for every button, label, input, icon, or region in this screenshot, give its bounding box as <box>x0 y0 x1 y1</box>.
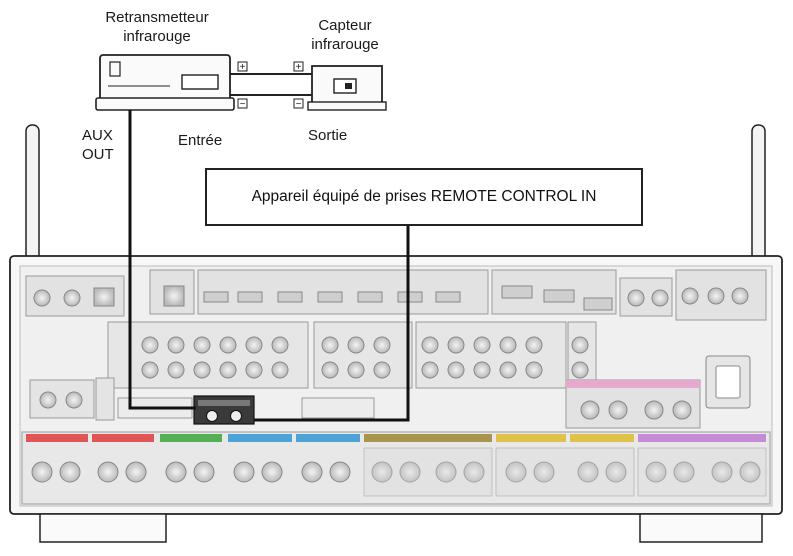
left-antenna <box>21 124 44 273</box>
receiver-rear-panel <box>9 124 783 543</box>
hdmi-ports <box>203 285 613 311</box>
network-jacks <box>33 285 749 307</box>
aux-out-label: AUX OUT <box>82 127 114 163</box>
preout-block <box>565 379 701 429</box>
right-foot <box>639 513 763 543</box>
output-label: Sortie <box>308 127 348 144</box>
remote-control-device-label: Appareil équipé de prises REMOTE CONTROL… <box>251 188 597 205</box>
plus-marker-retransmitter: + <box>240 62 246 73</box>
ir-sensor-device <box>307 65 387 111</box>
left-foot <box>39 513 167 543</box>
ac-inlet <box>705 355 751 409</box>
polarity-markers: + − + − <box>237 61 304 110</box>
ir-link-wires <box>230 73 312 96</box>
remote-control-port <box>193 395 255 425</box>
minus-marker-retransmitter: − <box>240 99 246 110</box>
plus-marker-sensor: + <box>296 62 302 73</box>
remote-control-device-box: Appareil équipé de prises REMOTE CONTROL… <box>205 168 643 226</box>
analog-input-jacks <box>141 336 589 379</box>
speaker-terminals <box>21 431 771 505</box>
ir-sensor-label: Capteur infrarouge <box>311 17 379 53</box>
cable-remote-device <box>254 226 410 422</box>
minus-marker-sensor: − <box>296 99 302 110</box>
ir-retransmitter-label: Retransmetteur infrarouge <box>105 9 209 45</box>
ir-retransmitter-device <box>95 54 235 111</box>
input-label: Entrée <box>178 132 223 149</box>
cable-aux-out <box>128 110 196 410</box>
analog-input-block <box>107 321 597 389</box>
